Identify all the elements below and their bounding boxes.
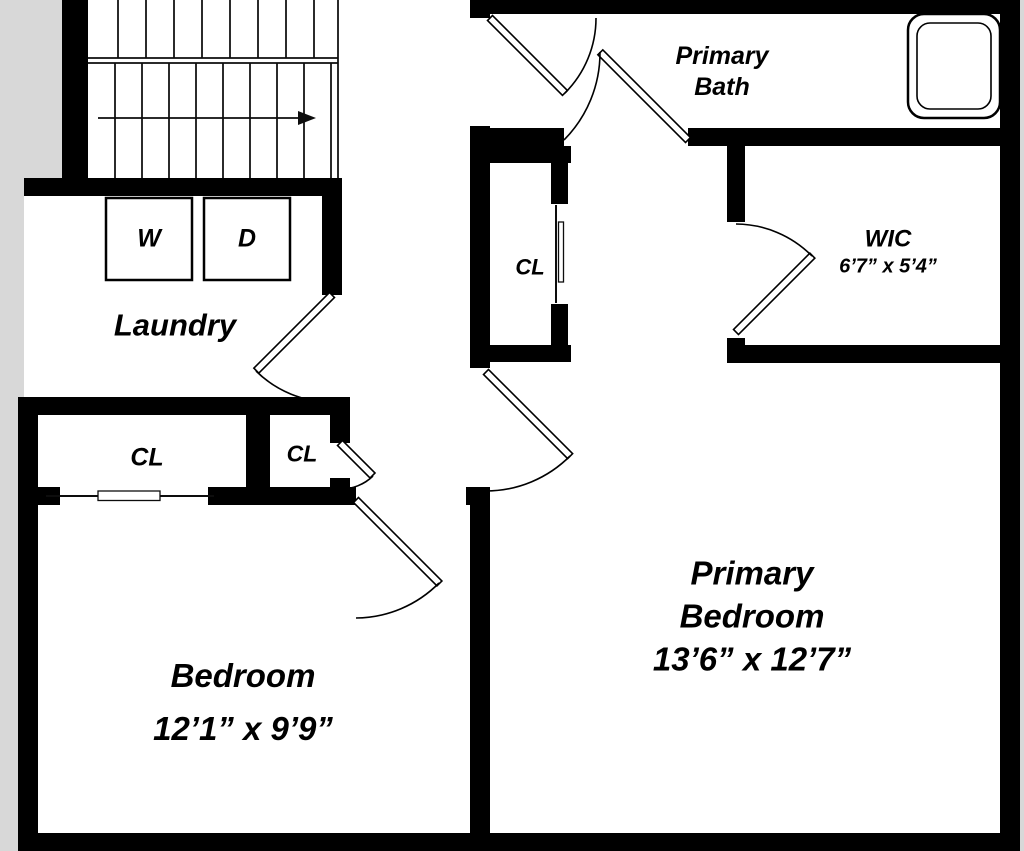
door-wic: [732, 223, 816, 336]
washer-box: [104, 196, 194, 282]
primary-bedroom-dimensions: 13’6” x 12’7”: [652, 640, 852, 678]
walls: [18, 0, 1020, 851]
dryer-box: [202, 196, 292, 282]
bedroom-name: Bedroom: [170, 657, 316, 695]
room-label-bedroom-closet: CL: [130, 443, 164, 472]
laundry-appliances: [104, 196, 292, 282]
door-primary-bedroom: [482, 368, 574, 492]
door-bedroom: [352, 496, 444, 619]
closet-rods: [46, 205, 565, 502]
room-label-small-closet: CL: [286, 440, 318, 467]
room-label-wic: WIC 6’7” x 5’4”: [839, 225, 937, 280]
washer-label: W: [137, 224, 161, 253]
door-primary-bath: [563, 48, 692, 144]
room-label-primary-bath: Primary Bath: [675, 41, 768, 104]
door-laundry: [252, 291, 336, 403]
door-small-closet: [336, 439, 377, 490]
stairs: [88, 0, 339, 178]
room-label-primary-bedroom: Primary Bedroom 13’6” x 12’7”: [653, 553, 851, 682]
dryer-label: D: [237, 224, 257, 253]
bathtub-icon: [906, 12, 1002, 120]
wic-name: WIC: [864, 225, 912, 253]
room-label-bedroom: Bedroom 12’1” x 9’9”: [153, 650, 333, 756]
bedroom-dimensions: 12’1” x 9’9”: [153, 710, 333, 747]
stairs-direction-arrow-icon: [98, 111, 316, 125]
wic-dimensions: 6’7” x 5’4”: [839, 255, 937, 278]
primary-bath-line2: Bath: [694, 73, 750, 101]
room-label-hall-closet: CL: [515, 254, 545, 280]
primary-bedroom-line2: Bedroom: [679, 597, 825, 635]
primary-bath-line1: Primary: [675, 41, 769, 70]
primary-bedroom-line1: Primary: [690, 554, 814, 592]
room-label-laundry: Laundry: [113, 307, 237, 343]
door-landing: [486, 14, 597, 97]
